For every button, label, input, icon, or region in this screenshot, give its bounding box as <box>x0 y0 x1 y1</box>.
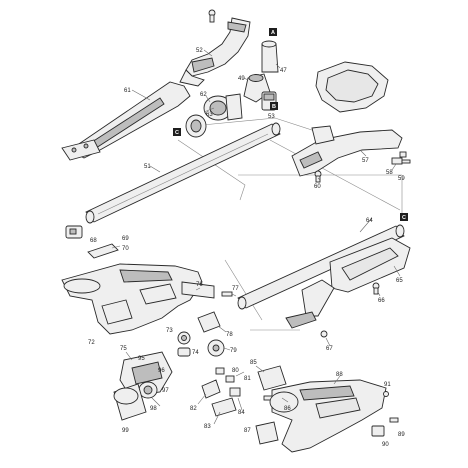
callout-49: 49 <box>238 76 245 82</box>
callout-68: 68 <box>90 238 97 244</box>
callout-60: 60 <box>314 184 321 190</box>
svg-text:C: C <box>175 130 179 136</box>
callout-52: 52 <box>196 48 203 54</box>
callout-62: 62 <box>200 92 207 98</box>
callout-61: 61 <box>124 88 131 94</box>
callout-63: 63 <box>206 112 213 118</box>
callout-98: 98 <box>150 406 157 412</box>
part-73-knob <box>177 331 191 345</box>
part-99-cylinder <box>113 383 147 421</box>
callout-81: 81 <box>244 376 251 382</box>
part-89-screw <box>389 417 399 423</box>
guide-lines <box>177 117 403 331</box>
callout-77: 77 <box>232 286 239 292</box>
svg-text:C: C <box>402 215 406 221</box>
callout-85: 85 <box>250 360 257 366</box>
part-62-ring <box>203 93 243 121</box>
part-70-plate <box>87 243 119 259</box>
leader-lines <box>111 49 401 425</box>
part-screw-top <box>208 9 216 23</box>
ref-box-a: A <box>269 28 277 36</box>
part-80-81-small <box>215 367 235 383</box>
callout-72: 72 <box>88 340 95 346</box>
part-63-clamp <box>185 114 207 138</box>
callout-76: 76 <box>196 282 203 288</box>
part-91-screw <box>383 391 389 397</box>
callout-75: 75 <box>120 346 127 352</box>
callout-59: 59 <box>398 176 405 182</box>
part-60-screw <box>314 170 322 183</box>
callout-73: 73 <box>166 328 173 334</box>
part-88-handle <box>269 379 387 453</box>
callout-88: 88 <box>336 372 343 378</box>
part-64-tube <box>237 224 405 310</box>
callout-51: 51 <box>144 164 151 170</box>
svg-text:B: B <box>272 104 276 110</box>
callout-labels: 52 47 49 61 62 63 53 51 57 58 59 60 64 6… <box>88 48 405 448</box>
callout-87: 87 <box>244 428 251 434</box>
part-52-elbow-pipe <box>179 17 251 87</box>
callout-53: 53 <box>268 114 275 120</box>
part-79-gear <box>207 339 225 357</box>
callout-66: 66 <box>378 298 385 304</box>
ref-box-c-lower: C <box>400 213 408 221</box>
callout-90: 90 <box>382 442 389 448</box>
part-58-bolt <box>391 157 411 165</box>
callout-78: 78 <box>226 332 233 338</box>
callout-47: 47 <box>280 68 287 74</box>
callout-67: 67 <box>326 346 333 352</box>
part-76-rail <box>181 281 215 299</box>
part-67-bracket-lower <box>285 279 335 338</box>
callout-65: 65 <box>396 278 403 284</box>
callout-57: 57 <box>362 158 369 164</box>
part-47-sleeve <box>261 40 279 73</box>
callout-89: 89 <box>398 432 405 438</box>
ref-box-c-upper: C <box>173 128 181 136</box>
callout-84: 84 <box>238 410 245 416</box>
part-97-98-rings <box>138 381 158 399</box>
callout-86: 86 <box>284 406 291 412</box>
callout-97: 97 <box>162 388 169 394</box>
part-61-arm <box>61 81 191 161</box>
part-57-bracket <box>291 125 403 177</box>
part-78-cover <box>197 311 221 333</box>
callout-91: 91 <box>384 382 391 388</box>
part-87-block <box>255 421 279 445</box>
part-75-motor-assembly <box>119 351 173 397</box>
part-84-clip <box>229 387 241 397</box>
part-66-screw <box>372 282 380 295</box>
part-68-clip <box>65 225 83 239</box>
ref-box-b: B <box>270 102 278 110</box>
callout-79: 79 <box>230 348 237 354</box>
part-59-nut <box>399 151 407 158</box>
part-51-tube <box>85 122 281 224</box>
part-83-switch <box>211 397 237 417</box>
part-gasket-loop <box>315 61 389 113</box>
part-77-pin <box>221 291 233 297</box>
part-90-cap <box>371 425 385 437</box>
callout-58: 58 <box>386 170 393 176</box>
part-85-box <box>257 365 287 391</box>
callout-82: 82 <box>190 406 197 412</box>
part-74-cap <box>177 347 191 357</box>
callout-99: 99 <box>122 428 129 434</box>
callout-69: 69 <box>122 236 129 242</box>
part-82-button <box>201 379 221 399</box>
callout-70: 70 <box>122 246 129 252</box>
svg-text:A: A <box>271 30 275 36</box>
callout-83: 83 <box>204 424 211 430</box>
callout-64: 64 <box>366 218 373 224</box>
callout-95: 95 <box>138 356 145 362</box>
callout-96: 96 <box>158 368 165 374</box>
part-72-housing <box>61 263 203 335</box>
part-65-guard <box>329 237 411 293</box>
callout-74: 74 <box>192 350 199 356</box>
callout-80: 80 <box>232 368 239 374</box>
